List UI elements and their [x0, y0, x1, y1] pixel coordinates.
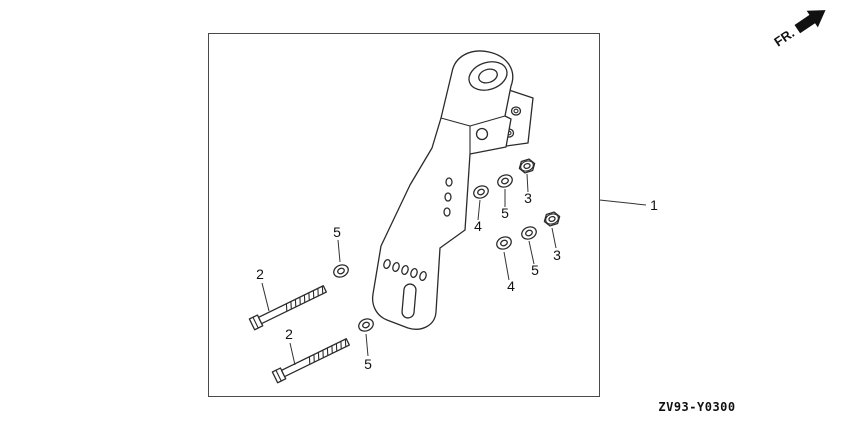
body-hole-2: [444, 192, 452, 202]
callout-label-3a: 3: [524, 190, 532, 206]
leader-line-5d: [528, 240, 535, 265]
drawing-code: ZV93-Y0300: [658, 400, 735, 414]
leader-line-5b: [365, 333, 369, 357]
fr-label: FR.: [771, 25, 797, 49]
body-hole-1: [445, 177, 453, 187]
callout-label-5c: 5: [501, 205, 509, 221]
foot-oval-1: [383, 258, 391, 270]
callout-label-3b: 3: [553, 247, 561, 263]
washer-drawing-lower-4: [494, 234, 514, 252]
foot-oval-2: [392, 261, 400, 273]
boss-hole: [478, 68, 498, 84]
washer-drawing-a: [331, 262, 351, 280]
foot-oval-3: [401, 264, 409, 276]
leader-line-1: [599, 199, 647, 206]
bracket-part-drawing: [371, 50, 534, 330]
diagram-border-box: [208, 33, 600, 397]
washer-drawing-upper-5: [495, 172, 515, 190]
bracket-body: [371, 50, 514, 330]
foot-oval-4: [410, 267, 418, 279]
fr-direction-indicator: FR.: [771, 10, 826, 49]
callout-label-5b: 5: [364, 356, 372, 372]
bolt-drawing-upper: [248, 282, 329, 331]
flange-hole-upper-inner: [513, 108, 519, 114]
washer-drawing-upper-4: [471, 183, 491, 201]
leader-line-3a: [526, 173, 529, 193]
leader-line-5a: [337, 239, 341, 263]
body-hole-3: [443, 207, 451, 217]
foot-oval-5: [419, 270, 427, 282]
callout-label-4b: 4: [507, 278, 515, 294]
leader-line-2b: [289, 342, 296, 366]
callout-label-5a: 5: [333, 224, 341, 240]
callout-label-2b: 2: [285, 326, 293, 342]
washer-drawing-lower-5: [519, 224, 539, 242]
washer-drawing-b: [356, 316, 376, 334]
callout-label-1: 1: [650, 197, 658, 213]
pivot-hole: [475, 127, 489, 141]
bolt-drawing-lower: [271, 335, 352, 384]
leader-line-4b: [503, 251, 510, 281]
leader-line-4a: [477, 199, 481, 221]
flange-hole-upper: [510, 106, 522, 116]
nut-drawing-upper: [516, 157, 538, 175]
callout-label-2a: 2: [256, 266, 264, 282]
fr-arrow-icon: [794, 10, 826, 34]
leader-line-2a: [261, 282, 270, 312]
nut-drawing-lower: [541, 210, 563, 228]
callout-label-4a: 4: [474, 218, 482, 234]
callout-label-5d: 5: [531, 262, 539, 278]
leader-line-3b: [551, 227, 557, 249]
foot-slot: [401, 283, 417, 319]
